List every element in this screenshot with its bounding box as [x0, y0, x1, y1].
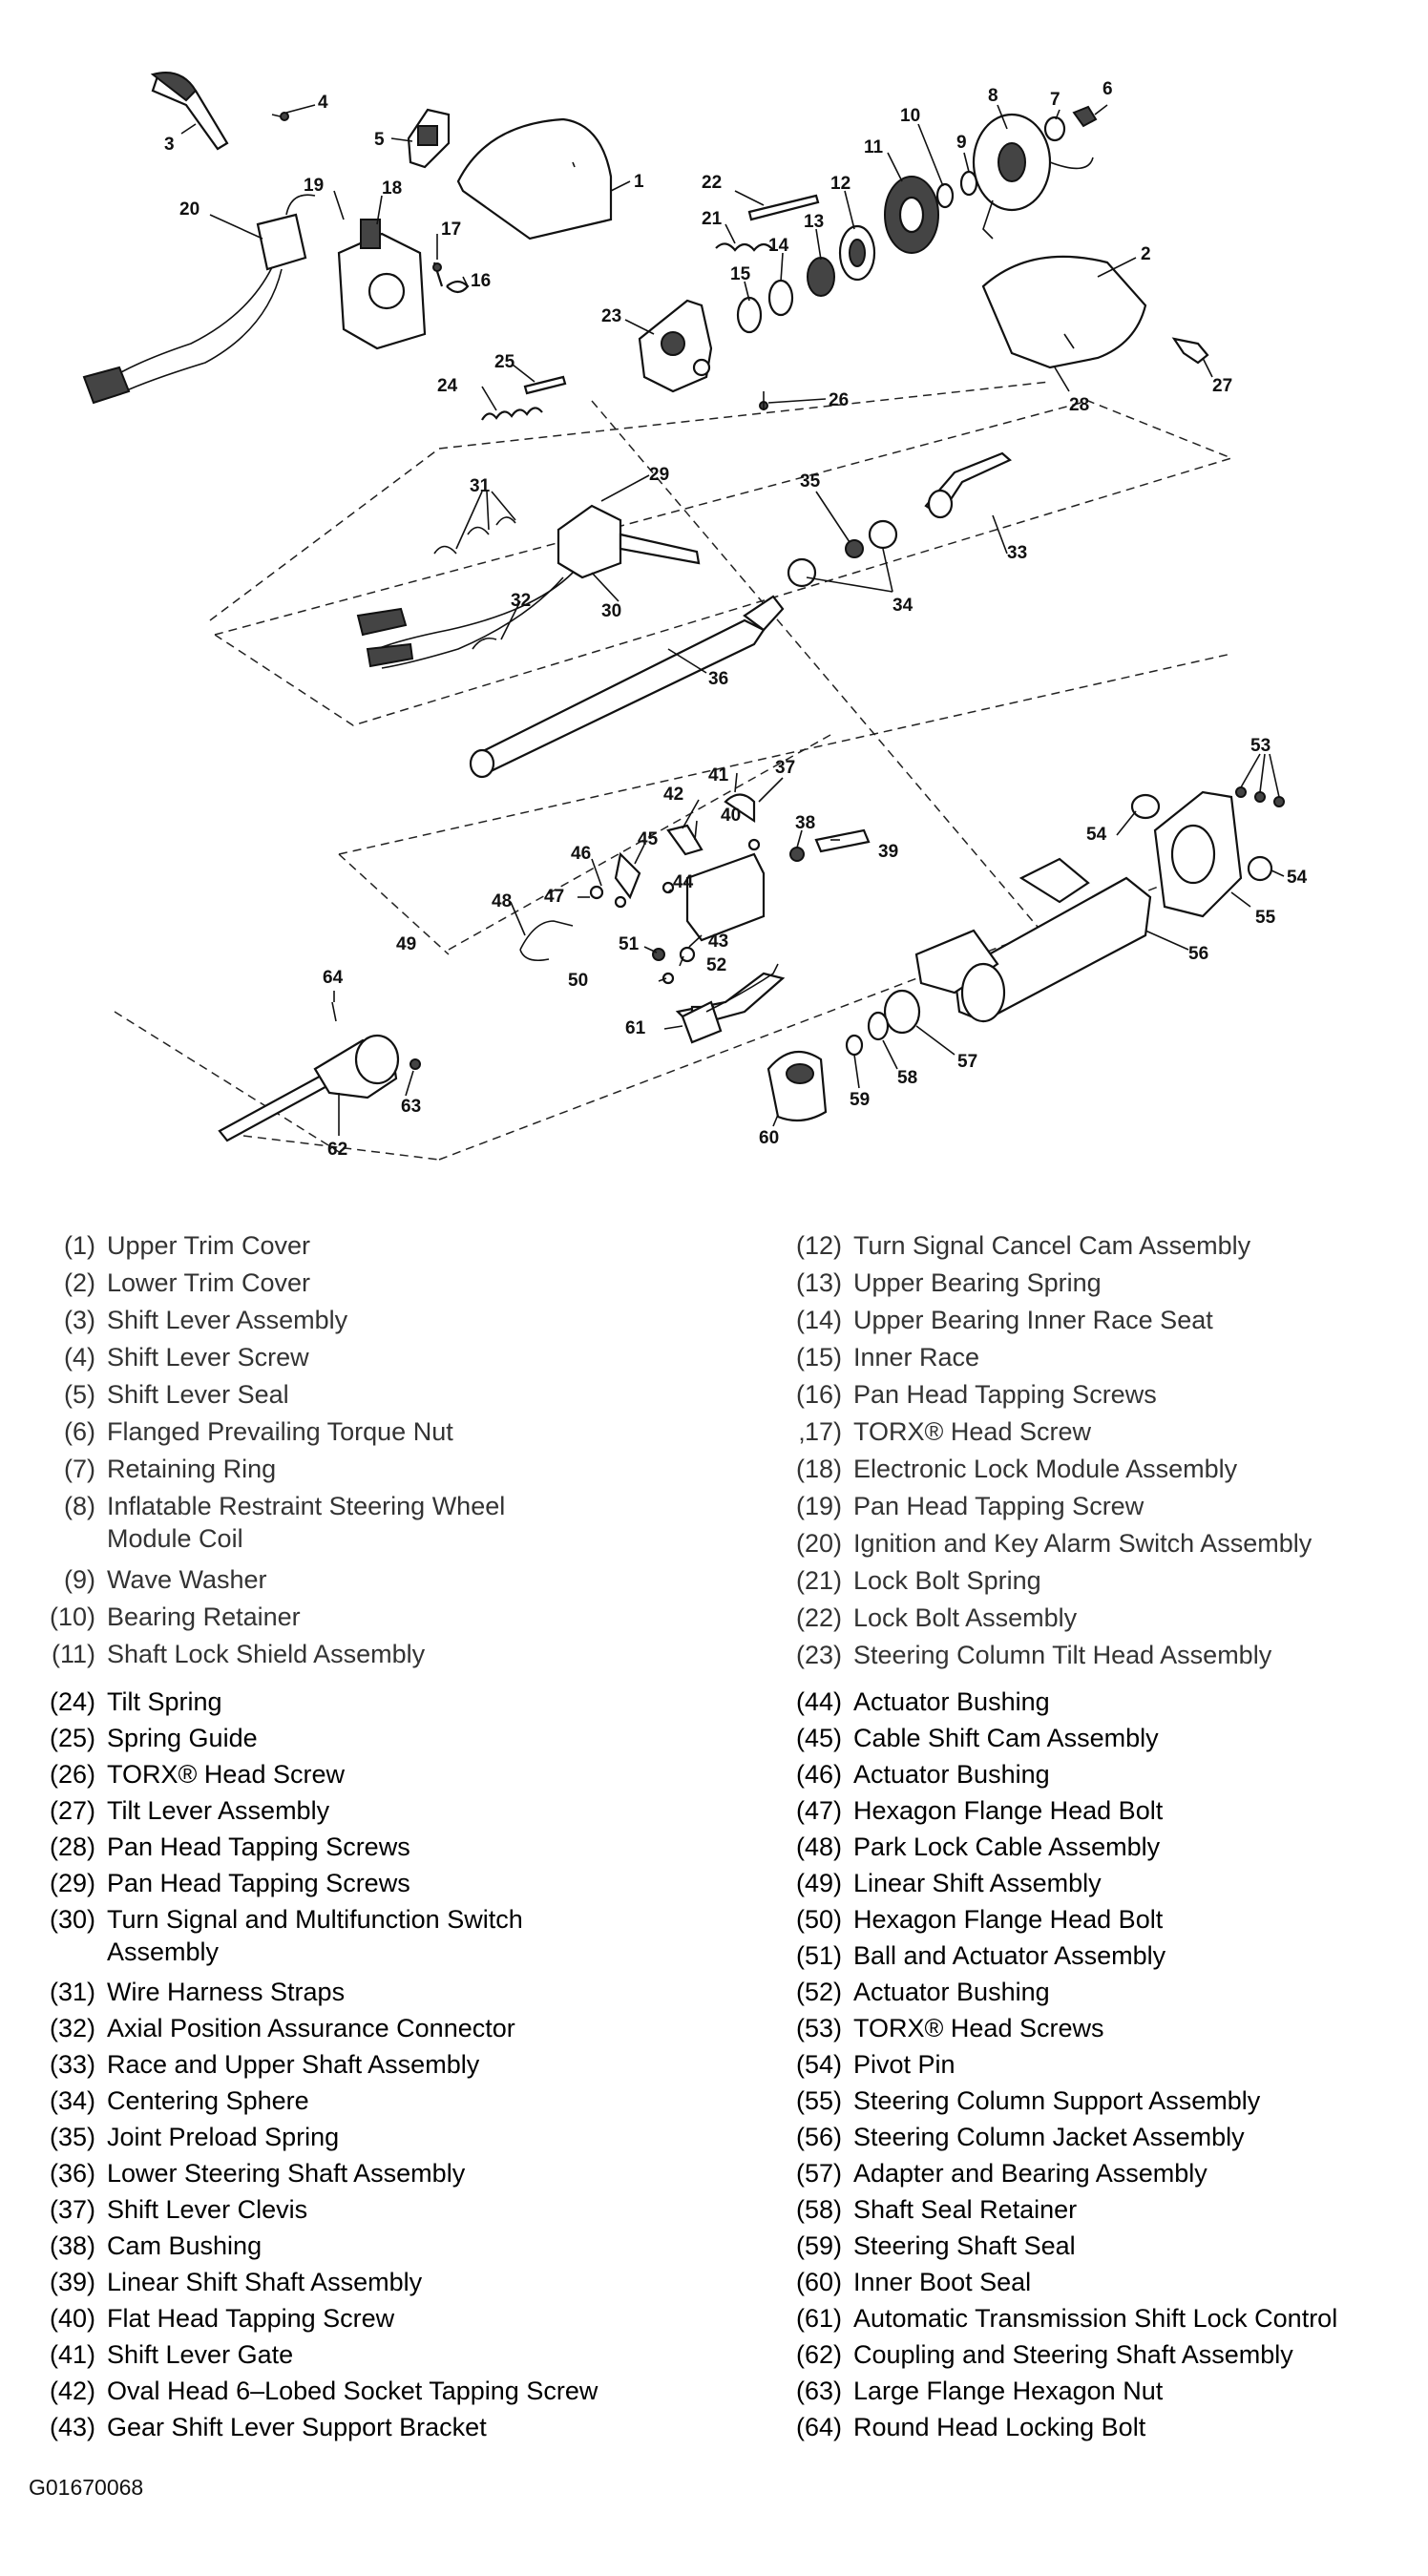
callout-32: 32 [511, 591, 531, 611]
callout-25: 25 [494, 352, 515, 372]
callout-28: 28 [1069, 395, 1089, 415]
callout-62: 62 [327, 1140, 347, 1160]
callout-14: 14 [768, 236, 789, 256]
callout-41: 41 [708, 765, 729, 785]
column-support-part [1130, 786, 1285, 918]
callout-52: 52 [706, 955, 726, 975]
callout-1: 1 [634, 172, 644, 192]
shift-lever-seal-part [407, 108, 451, 169]
races-and-spring-part [736, 257, 835, 334]
ignition-switch-part [82, 194, 316, 405]
callout-59: 59 [850, 1090, 870, 1110]
callout-15: 15 [730, 264, 751, 284]
callout-61: 61 [625, 1018, 646, 1038]
callout-55: 55 [1255, 908, 1276, 928]
callout-45: 45 [638, 829, 659, 849]
callout-31: 31 [470, 476, 491, 496]
callout-30: 30 [601, 601, 621, 621]
dashed-group-outlines [114, 381, 1234, 1161]
seals-part [766, 989, 921, 1122]
callout-64: 64 [323, 968, 344, 988]
callout-40: 40 [721, 806, 741, 826]
callout-18: 18 [382, 178, 402, 199]
callout-27: 27 [1212, 376, 1232, 396]
callout-12: 12 [830, 174, 850, 194]
callout-53: 53 [1250, 736, 1270, 756]
coupling-shaft-part [218, 1001, 421, 1142]
callout-56: 56 [1188, 944, 1208, 964]
callout-63: 63 [401, 1097, 421, 1117]
callout-47: 47 [544, 887, 564, 907]
callout-11: 11 [864, 137, 884, 157]
tilt-head-part [638, 299, 713, 393]
lock-module-part [337, 219, 427, 350]
callout-39: 39 [878, 842, 898, 862]
callout-20: 20 [179, 199, 200, 220]
callout-58: 58 [897, 1068, 917, 1088]
lower-trim-cover-part [981, 255, 1147, 369]
callout-60: 60 [759, 1128, 779, 1148]
shift-mechanism-part [519, 793, 871, 1036]
callout-8: 8 [988, 86, 998, 106]
callout-29: 29 [649, 465, 669, 485]
callout-17: 17 [441, 220, 461, 240]
callout-42: 42 [663, 785, 683, 805]
callout-51: 51 [619, 934, 640, 954]
callout-26: 26 [829, 390, 849, 410]
callout-34: 34 [892, 596, 914, 616]
callout-43: 43 [708, 932, 728, 952]
callout-16: 16 [471, 271, 491, 291]
callout-44: 44 [673, 872, 694, 892]
callout-10: 10 [900, 106, 920, 126]
callout-7: 7 [1050, 90, 1060, 110]
callout-19: 19 [304, 176, 324, 196]
callout-13: 13 [804, 212, 824, 232]
callout-4: 4 [318, 93, 328, 113]
callout-46: 46 [571, 844, 591, 864]
callout-5: 5 [374, 130, 385, 150]
shaft-lock-shield-part [884, 176, 939, 254]
callout-labels: 1 2 3 4 5 6 7 8 9 10 11 12 13 14 15 16 1… [164, 79, 1308, 1160]
callout-37: 37 [775, 758, 795, 778]
leader-lines [180, 104, 1285, 1136]
callout-6: 6 [1102, 79, 1113, 99]
screws-16-17-part [432, 262, 470, 294]
callout-49: 49 [396, 934, 416, 954]
callout-48: 48 [492, 891, 512, 911]
callout-38: 38 [795, 813, 815, 833]
multifunction-switch-part [356, 504, 701, 669]
callout-22: 22 [702, 173, 722, 193]
callout-36: 36 [708, 669, 728, 689]
exploded-steering-column-diagram: 1 2 3 4 5 6 7 8 9 10 11 12 13 14 15 16 1… [82, 72, 1308, 1161]
callout-2: 2 [1141, 244, 1151, 264]
callout-54b: 54 [1287, 868, 1308, 888]
upper-shaft-part [924, 451, 1013, 519]
upper-trim-cover-part [456, 117, 613, 241]
callout-24: 24 [437, 376, 458, 396]
callout-57: 57 [957, 1052, 977, 1072]
callout-21: 21 [702, 209, 723, 229]
inflatable-restraint-coil-part [972, 113, 1094, 240]
centering-sphere-part [787, 519, 898, 588]
figure-code: G01670068 [29, 2475, 144, 2500]
shift-lock-control-part [681, 963, 779, 1044]
callout-50: 50 [568, 971, 588, 991]
tilt-spring-part [481, 375, 567, 421]
callout-35: 35 [800, 471, 821, 492]
callout-54a: 54 [1086, 825, 1107, 845]
shift-lever-screw-part [271, 112, 289, 121]
ring-and-nut-part [1043, 105, 1098, 142]
cancel-cam-part [838, 224, 876, 282]
callout-33: 33 [1007, 543, 1027, 563]
lower-steering-shaft-part [469, 595, 785, 779]
retainer-washer-part [935, 170, 978, 209]
callout-3: 3 [164, 135, 175, 155]
callout-9: 9 [956, 133, 967, 153]
column-jacket-part [914, 857, 1152, 1023]
torx-screw-26-part [759, 391, 768, 410]
lock-bolt-part [715, 194, 820, 252]
callout-23: 23 [601, 306, 621, 326]
shift-lever-part [150, 72, 229, 151]
